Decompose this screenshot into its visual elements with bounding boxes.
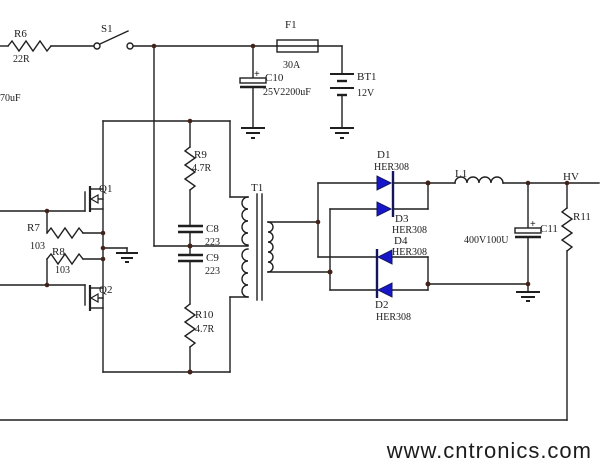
r7-ref-label: R7 — [27, 222, 40, 234]
diode-d1: D1 HER308 — [374, 149, 409, 191]
resistor-r11: R11 — [560, 207, 591, 252]
c10-plate-top — [239, 77, 267, 84]
c10-value-label: 25V2200uF — [263, 87, 311, 98]
c9-ref-label: C9 — [206, 252, 219, 264]
diode-d2: D2 HER308 — [375, 282, 411, 323]
watermark-text: www.cntronics.com — [386, 438, 592, 463]
resistor-r9: R9 4.7R — [183, 146, 212, 191]
s1-pole-right — [126, 42, 134, 50]
bt1-value-label: 12V — [357, 88, 375, 99]
d3-ref-label: D3 — [395, 213, 409, 225]
c11-ref-label: C11 — [540, 223, 558, 235]
f1-value-label: 30A — [283, 60, 301, 71]
q1-ref-label: Q1 — [99, 183, 112, 195]
r8-value-label: 103 — [55, 265, 70, 276]
diode-d4: D4 HER308 — [375, 235, 427, 298]
ground-symbol-source — [116, 252, 138, 263]
resistor-r7: R7 103 — [27, 222, 84, 252]
d2-value-label: HER308 — [376, 312, 411, 323]
capacitor-c9: C9 223 — [178, 252, 220, 277]
c8-ref-label: C8 — [206, 223, 219, 235]
hv-net-label: HV — [563, 171, 579, 183]
capacitor-c8: C8 223 — [178, 223, 220, 248]
s1-pole-left — [93, 42, 101, 50]
r10-ref-label: R10 — [195, 309, 214, 321]
r8-ref-label: R8 — [52, 246, 65, 258]
d4-ref-label: D4 — [394, 235, 408, 247]
f1-ref-label: F1 — [285, 19, 297, 31]
r6-value-label: 22R — [13, 54, 30, 65]
d4-triangle — [376, 249, 393, 265]
d2-triangle — [376, 282, 393, 298]
junction-dots — [44, 43, 570, 375]
capacitor-c11: + C11 400V100U — [464, 219, 558, 246]
q1-arrow — [89, 193, 99, 205]
ground-symbol-c10 — [241, 127, 265, 139]
fuse-f1: F1 30A — [276, 19, 319, 71]
t1-ref-label: T1 — [251, 182, 263, 194]
battery-bt1: BT1 12V — [330, 71, 377, 99]
d4-value-label: HER308 — [392, 247, 427, 258]
c8-value-label: 223 — [205, 237, 220, 248]
c11-plate-top — [514, 227, 542, 234]
d1-triangle — [376, 175, 393, 191]
d1-ref-label: D1 — [377, 149, 390, 161]
d3-triangle — [376, 201, 393, 217]
edge-capacitor-value-fragment: 70uF — [0, 93, 21, 104]
q2-arrow — [89, 292, 99, 304]
d3-value-label: HER308 — [392, 225, 427, 236]
ground-symbol-bt1 — [330, 127, 354, 139]
resistor-r8: R8 103 — [46, 246, 84, 276]
d1-value-label: HER308 — [374, 162, 409, 173]
c10-polarity-mark: + — [254, 69, 260, 80]
switch-s1: S1 — [93, 23, 134, 50]
r7-value-label: 103 — [30, 241, 45, 252]
r6-ref-label: R6 — [14, 28, 27, 40]
resistor-r10: R10 4.7R — [183, 303, 215, 348]
d2-ref-label: D2 — [375, 299, 388, 311]
r9-ref-label: R9 — [194, 149, 207, 161]
c11-value-label: 400V100U — [464, 235, 509, 246]
mosfet-q1: Q1 — [88, 183, 112, 212]
c10-ref-label: C10 — [265, 72, 284, 84]
wire-segments — [0, 45, 600, 421]
r9-value-label: 4.7R — [192, 163, 212, 174]
r10-value-label: 4.7R — [195, 324, 215, 335]
transformer-t1: T1 — [241, 182, 274, 301]
bt1-ref-label: BT1 — [357, 71, 377, 83]
capacitor-c10: + C10 25V2200uF — [239, 69, 311, 98]
inductor-l1: L1 — [454, 168, 504, 184]
resistor-r6: R6 22R — [7, 28, 52, 65]
l1-ref-label: L1 — [455, 168, 467, 180]
diode-d3: D3 HER308 — [376, 171, 427, 236]
mosfet-q2: Q2 — [88, 284, 112, 311]
ground-symbol-c11 — [516, 291, 540, 302]
r11-ref-label: R11 — [573, 211, 591, 223]
c11-polarity-mark: + — [530, 219, 536, 230]
c9-value-label: 223 — [205, 266, 220, 277]
q2-ref-label: Q2 — [99, 284, 112, 296]
s1-ref-label: S1 — [101, 23, 113, 35]
